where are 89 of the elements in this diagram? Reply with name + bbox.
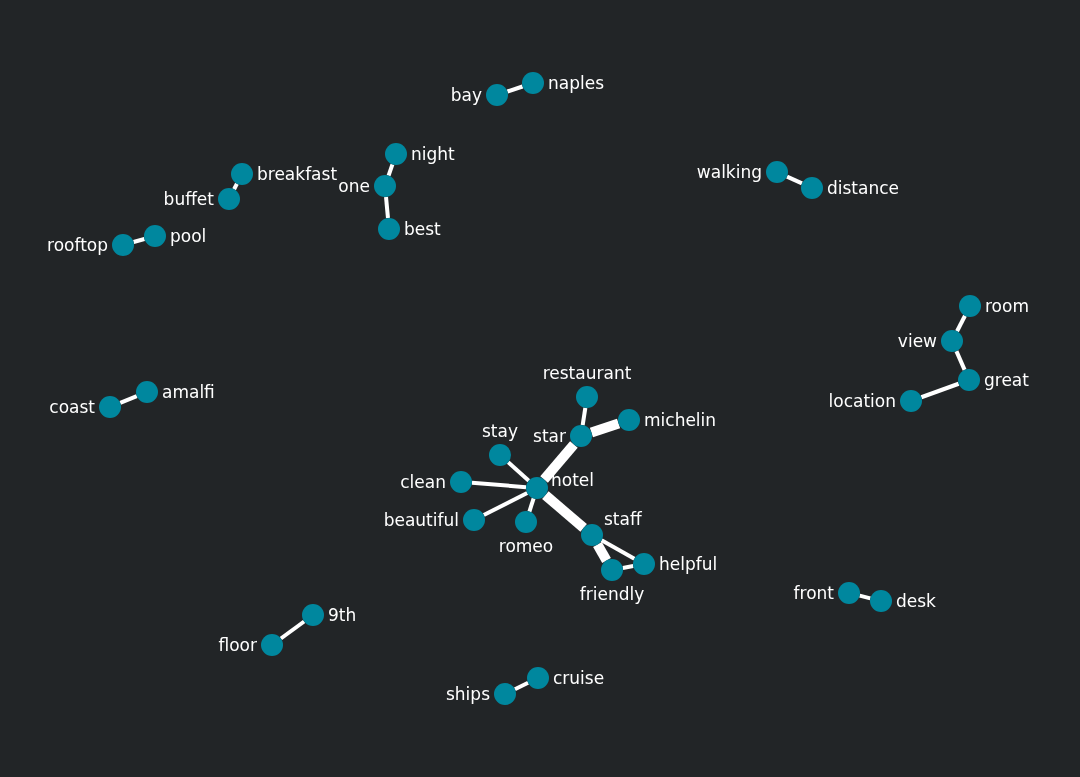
edge-line <box>384 196 390 219</box>
node-circle <box>494 683 516 705</box>
edge-line <box>471 480 527 490</box>
node-label: helpful <box>659 554 718 574</box>
node-circle <box>959 295 981 317</box>
node-label: desk <box>896 591 936 611</box>
node-circle <box>489 444 511 466</box>
edge-line <box>786 174 803 186</box>
node-circle <box>515 511 537 533</box>
edge-line <box>133 237 145 244</box>
node-circle <box>231 163 253 185</box>
node-circle <box>526 477 548 499</box>
edge-line <box>506 84 524 94</box>
node-label: location <box>828 391 896 411</box>
node-circle <box>136 381 158 403</box>
node-label: romeo <box>498 536 554 556</box>
node-label: bay <box>450 85 482 105</box>
node-circle <box>581 524 603 546</box>
node-circle <box>218 188 240 210</box>
node-label: friendly <box>579 584 645 604</box>
node-label: breakfast <box>257 164 338 184</box>
node-label: ships <box>446 684 490 704</box>
node-circle <box>144 225 166 247</box>
edge-line <box>593 542 611 563</box>
node-label: naples <box>548 73 605 93</box>
edge-line <box>482 491 529 517</box>
node-label: michelin <box>644 410 717 430</box>
node-circle <box>633 553 655 575</box>
node-label: staff <box>604 509 642 529</box>
edge-line <box>540 441 578 483</box>
node-label: front <box>793 583 834 603</box>
node-circle <box>941 330 963 352</box>
node-label: great <box>984 370 1029 390</box>
node-circle <box>99 396 121 418</box>
node-label: one <box>338 176 370 196</box>
node-label: stay <box>482 421 518 441</box>
node-circle <box>576 386 598 408</box>
node-label: cruise <box>553 668 605 688</box>
edge-line <box>580 407 588 426</box>
node-label: amalfi <box>162 382 215 402</box>
node-circle <box>601 559 623 581</box>
node-circle <box>112 234 134 256</box>
node-label: hotel <box>551 470 595 490</box>
node-circle <box>900 390 922 412</box>
node-label: coast <box>49 397 95 417</box>
edge-line <box>955 314 967 333</box>
node-label: best <box>404 219 441 239</box>
node-circle <box>527 667 549 689</box>
edge-line <box>514 681 529 691</box>
edge-line <box>920 381 960 400</box>
node-circle <box>302 604 324 626</box>
node-label: night <box>411 144 455 164</box>
node-circle <box>374 175 396 197</box>
edge-line <box>622 564 634 570</box>
edge-line <box>279 619 306 641</box>
edge-line <box>859 593 871 601</box>
node-circle <box>838 582 860 604</box>
node-circle <box>463 509 485 531</box>
node-circle <box>385 143 407 165</box>
node-circle <box>870 590 892 612</box>
edge-line <box>589 418 621 438</box>
node-label: room <box>985 296 1029 316</box>
node-label: rooftop <box>47 235 108 255</box>
node-label: floor <box>218 635 257 655</box>
node-circle <box>450 471 472 493</box>
node-label: star <box>533 426 566 446</box>
node-label: distance <box>827 178 900 198</box>
node-circle <box>261 634 283 656</box>
node-label: restaurant <box>542 363 632 383</box>
node-circle <box>801 177 823 199</box>
node-label: 9th <box>328 605 357 625</box>
node-circle <box>486 84 508 106</box>
node-circle <box>378 218 400 240</box>
edge-line <box>506 460 531 483</box>
node-label: walking <box>696 162 762 182</box>
node-label: view <box>897 331 937 351</box>
edge-line <box>542 491 587 532</box>
node-circle <box>522 72 544 94</box>
edge-line <box>954 350 967 371</box>
node-circle <box>958 369 980 391</box>
node-circle <box>766 161 788 183</box>
node-circle <box>618 409 640 431</box>
node-label: buffet <box>163 189 214 209</box>
node-label: beautiful <box>383 510 459 530</box>
node-label: clean <box>400 472 446 492</box>
edge-line <box>119 394 138 405</box>
edge-line <box>600 538 636 561</box>
node-circle <box>570 425 592 447</box>
node-label: pool <box>170 226 207 246</box>
